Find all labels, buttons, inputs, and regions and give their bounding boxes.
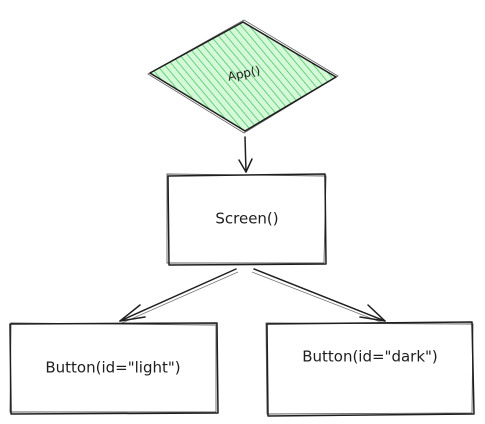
screen-rect-shape [167,173,327,266]
button-dark-rect-shape [266,321,475,417]
edge-screen-to-button-dark [251,268,386,324]
edge-screen-to-button-light [119,268,239,324]
edge-app-to-screen [238,136,253,173]
app-diamond-shape [149,21,337,132]
button-light-node-label: Button(id="light") [45,359,180,377]
screen-node-label: Screen() [215,210,278,228]
button-dark-node[interactable]: Button(id="dark") [265,321,475,417]
button-light-node[interactable]: Button(id="light") [9,322,219,415]
app-node-label: App() [226,63,261,84]
app-node[interactable]: App() [147,19,339,134]
button-dark-node-label: Button(id="dark") [302,348,438,366]
screen-node[interactable]: Screen() [166,173,327,266]
